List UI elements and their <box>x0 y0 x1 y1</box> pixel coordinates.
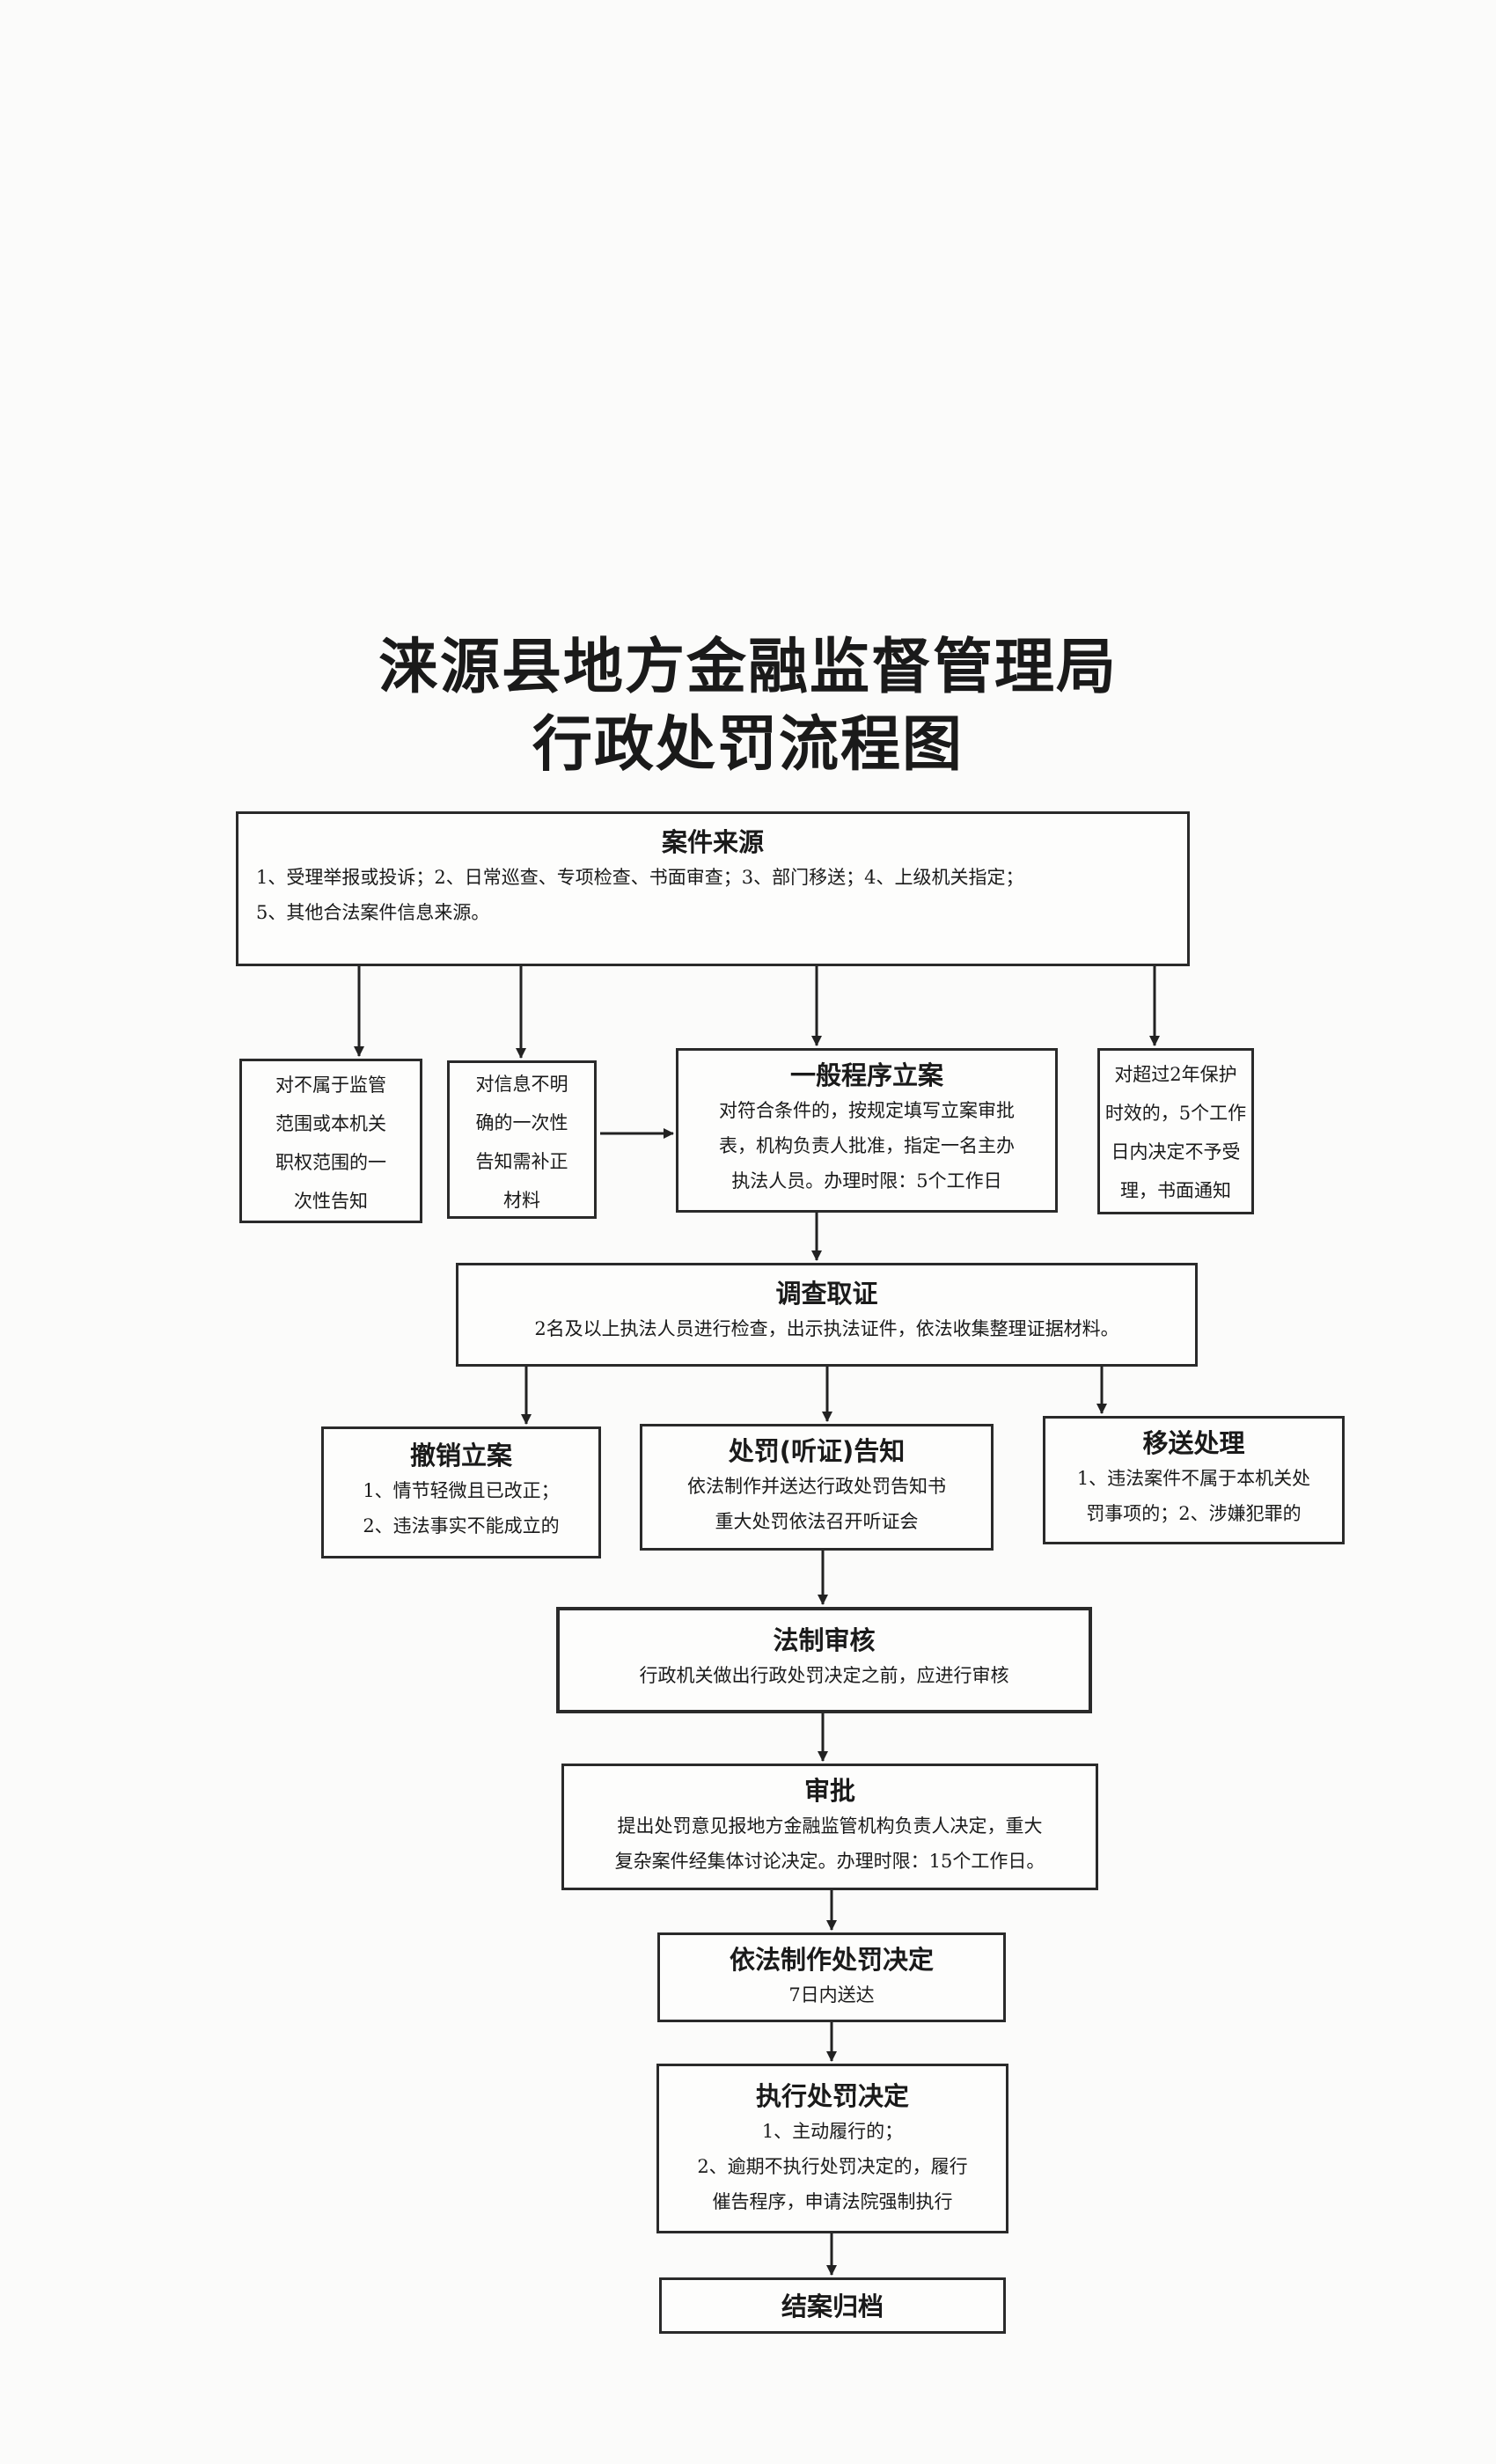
investigation-line-1: 2名及以上执法人员进行检查，出示执法证件，依法收集整理证据材料。 <box>534 1318 1119 1339</box>
general-filing-line-2: 表，机构负责人批准，指定一名主办 <box>719 1135 1015 1156</box>
notice-title: 处罚(听证)告知 <box>728 1436 906 1466</box>
unclear-info-line-3: 告知需补正 <box>475 1151 568 1172</box>
case-source-line-1: 1、受理举报或投诉；2、日常巡查、专项检查、书面审查；3、部门移送；4、上级机关… <box>256 867 1024 888</box>
execution-line-1: 1、主动履行的； <box>761 2121 904 2142</box>
approval-box: 审批 提出处罚意见报地方金融监管机构负责人决定，重大 复杂案件经集体讨论决定。办… <box>561 1764 1098 1890</box>
decision-line-1: 7日内送达 <box>788 1984 875 2006</box>
decision-title: 依法制作处罚决定 <box>729 1945 934 1975</box>
case-archive-box: 结案归档 <box>659 2277 1006 2334</box>
general-filing-line-1: 对符合条件的，按规定填写立案审批 <box>719 1100 1015 1121</box>
general-filing-box: 一般程序立案 对符合条件的，按规定填写立案审批 表，机构负责人批准，指定一名主办… <box>676 1048 1058 1213</box>
expired-line-2: 时效的，5个工作 <box>1104 1103 1247 1124</box>
legal-review-box: 法制审核 行政机关做出行政处罚决定之前，应进行审核 <box>556 1607 1092 1713</box>
unclear-info-line-2: 确的一次性 <box>475 1112 568 1133</box>
penalty-notice-box: 处罚(听证)告知 依法制作并送达行政处罚告知书 重大处罚依法召开听证会 <box>640 1424 994 1551</box>
general-filing-line-3: 执法人员。办理时限：5个工作日 <box>731 1170 1002 1192</box>
transfer-handling-box: 移送处理 1、违法案件不属于本机关处 罚事项的；2、涉嫌犯罪的 <box>1043 1416 1345 1544</box>
page-title-line-1: 涞源县地方金融监督管理局 <box>378 633 1118 702</box>
expired-line-1: 对超过2年保护 <box>1114 1064 1237 1085</box>
transfer-title: 移送处理 <box>1142 1428 1245 1458</box>
penalty-decision-box: 依法制作处罚决定 7日内送达 <box>657 1932 1006 2022</box>
page-title-line-2: 行政处罚流程图 <box>532 710 964 780</box>
execution-title: 执行处罚决定 <box>755 2081 909 2111</box>
unclear-info-box: 对信息不明 确的一次性 告知需补正 材料 <box>447 1060 597 1219</box>
case-source-box: 案件来源 1、受理举报或投诉；2、日常巡查、专项检查、书面审查；3、部门移送；4… <box>236 811 1190 966</box>
execution-line-2: 2、逾期不执行处罚决定的，履行 <box>697 2156 968 2177</box>
approval-title: 审批 <box>803 1776 855 1806</box>
expired-line-3: 日内决定不予受 <box>1111 1141 1241 1162</box>
case-source-title: 案件来源 <box>661 827 764 857</box>
transfer-line-1: 1、违法案件不属于本机关处 <box>1076 1468 1311 1489</box>
general-filing-title: 一般程序立案 <box>789 1060 943 1090</box>
revoke-filing-box: 撤销立案 1、情节轻微且已改正； 2、违法事实不能成立的 <box>321 1426 601 1558</box>
notice-line-1: 依法制作并送达行政处罚告知书 <box>687 1476 946 1497</box>
expired-line-4: 理，书面通知 <box>1120 1180 1231 1201</box>
execute-decision-box: 执行处罚决定 1、主动履行的； 2、逾期不执行处罚决定的，履行 催告程序，申请法… <box>656 2064 1008 2233</box>
revoke-line-2: 2、违法事实不能成立的 <box>363 1515 560 1536</box>
unclear-info-line-4: 材料 <box>503 1190 540 1211</box>
legal-review-line-1: 行政机关做出行政处罚决定之前，应进行审核 <box>639 1665 1009 1686</box>
legal-review-title: 法制审核 <box>773 1625 876 1655</box>
out-of-scope-line-2: 范围或本机关 <box>275 1113 386 1134</box>
expired-limitation-box: 对超过2年保护 时效的，5个工作 日内决定不予受 理，书面通知 <box>1097 1048 1254 1214</box>
out-of-scope-line-4: 次性告知 <box>294 1191 368 1212</box>
investigation-title: 调查取证 <box>775 1279 878 1309</box>
notice-line-2: 重大处罚依法召开听证会 <box>715 1511 919 1532</box>
approval-line-1: 提出处罚意见报地方金融监管机构负责人决定，重大 <box>617 1815 1043 1837</box>
unclear-info-line-1: 对信息不明 <box>475 1074 568 1095</box>
execution-line-3: 催告程序，申请法院强制执行 <box>712 2191 953 2212</box>
revoke-line-1: 1、情节轻微且已改正； <box>363 1480 560 1501</box>
case-source-line-2: 5、其他合法案件信息来源。 <box>256 902 490 923</box>
investigation-box: 调查取证 2名及以上执法人员进行检查，出示执法证件，依法收集整理证据材料。 <box>456 1263 1198 1367</box>
out-of-scope-box: 对不属于监管 范围或本机关 职权范围的一 次性告知 <box>239 1059 422 1223</box>
transfer-line-2: 罚事项的；2、涉嫌犯罪的 <box>1086 1503 1302 1524</box>
out-of-scope-line-3: 职权范围的一 <box>275 1152 386 1173</box>
revoke-title: 撤销立案 <box>409 1441 512 1470</box>
approval-line-2: 复杂案件经集体讨论决定。办理时限：15个工作日。 <box>614 1851 1045 1872</box>
out-of-scope-line-1: 对不属于监管 <box>275 1074 386 1096</box>
archive-title: 结案归档 <box>781 2292 884 2321</box>
